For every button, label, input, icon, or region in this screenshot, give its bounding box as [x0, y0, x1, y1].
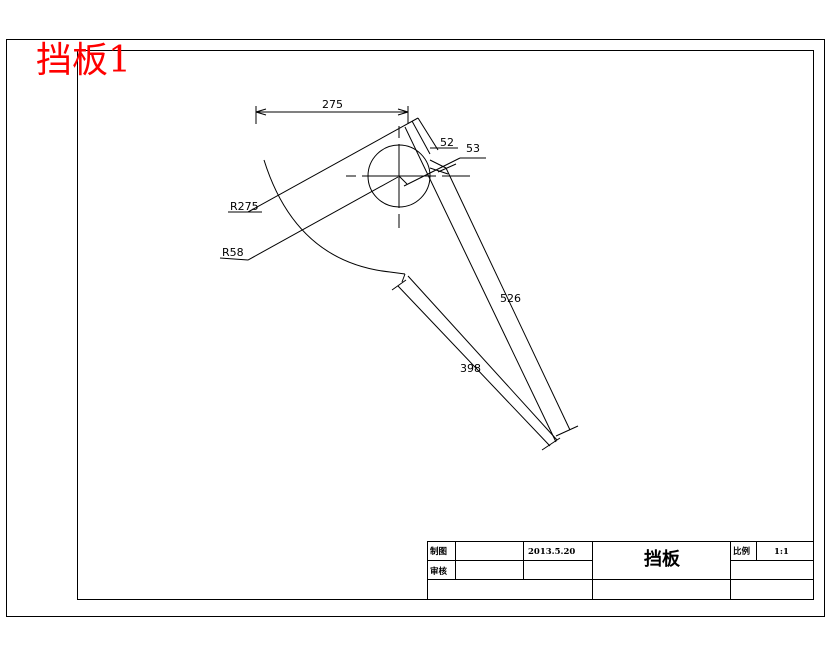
scale-label: 比例 — [733, 546, 751, 557]
svg-text:R58: R58 — [222, 246, 244, 259]
title-block: 制图 审核 2013.5.20 挡板 比例 1:1 — [427, 541, 814, 600]
date-value: 2013.5.20 — [528, 547, 575, 557]
svg-text:52: 52 — [440, 136, 454, 149]
dim-r275: R275 — [228, 200, 262, 213]
svg-text:526: 526 — [500, 292, 521, 305]
part-outline — [247, 117, 558, 443]
dim-53: 53 — [403, 142, 486, 187]
dim-398: 398 — [391, 279, 561, 451]
dim-275: 275 — [255, 98, 409, 124]
scale-value: 1:1 — [774, 547, 789, 557]
outer-border — [6, 39, 825, 617]
svg-text:275: 275 — [322, 98, 343, 111]
dim-r58: R58 — [219, 246, 249, 261]
svg-text:R275: R275 — [230, 200, 259, 213]
checked-label: 审核 — [430, 566, 448, 577]
part-name: 挡板 — [644, 548, 681, 570]
dim-526: 526 — [429, 159, 579, 437]
dim-52: 52 — [411, 117, 458, 155]
sheet-label: 挡板1 — [36, 40, 131, 81]
inner-border — [77, 50, 814, 600]
drawn-label: 制图 — [430, 546, 447, 557]
svg-text:53: 53 — [466, 142, 480, 155]
svg-text:398: 398 — [460, 362, 481, 375]
